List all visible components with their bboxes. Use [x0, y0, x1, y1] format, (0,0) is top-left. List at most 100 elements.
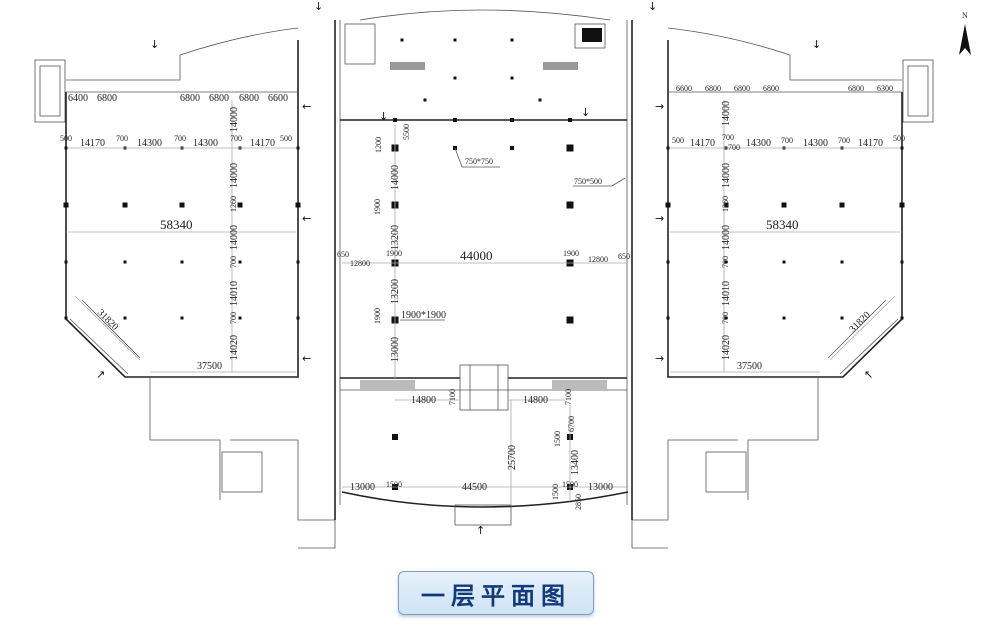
entrance-arrow-icon: ↓ — [379, 110, 388, 123]
column-marker — [453, 76, 457, 80]
dim-label: 14000 — [229, 225, 240, 250]
column-marker — [400, 38, 404, 42]
column-marker — [64, 316, 68, 320]
dim-label: 12800 — [588, 255, 608, 264]
dim-label: 700 — [229, 312, 238, 324]
dim-label: 14170 — [80, 138, 105, 149]
dim-label: 1900 — [373, 308, 382, 324]
dim-label: 14000 — [721, 101, 732, 126]
entrance-arrows: ↓ ↓ ↓ ↓ ↓ ↓ ↑ ↗ ↖ ← → ← → ← → — [96, 0, 873, 537]
column-marker — [666, 316, 670, 320]
column-marker — [392, 434, 398, 440]
entrance-arrow-icon: ↑ — [476, 524, 485, 537]
dim-label: 14300 — [746, 138, 771, 149]
dim-label: 14000 — [721, 225, 732, 250]
dim-label: 700 — [721, 312, 730, 324]
column-marker — [123, 260, 127, 264]
column-marker — [510, 146, 514, 150]
entrance-arrow-icon: → — [655, 100, 664, 113]
column-marker — [122, 202, 128, 208]
dim-label: 14000 — [229, 107, 240, 132]
dim-label-diagonal: 31820 — [847, 310, 872, 335]
dim-label: 5500 — [402, 124, 411, 140]
entrance-arrow-icon: ← — [302, 212, 311, 225]
column-marker — [538, 98, 542, 102]
dim-label: 13000 — [390, 337, 401, 362]
dim-label: 44000 — [460, 248, 493, 263]
dim-label: 6800 — [180, 93, 200, 104]
dim-label: 6600 — [268, 93, 288, 104]
column-marker — [899, 202, 905, 208]
dim-label: 6400 — [68, 93, 88, 104]
column-marker — [665, 202, 671, 208]
columns — [63, 38, 905, 490]
dim-label: 500 — [672, 136, 684, 145]
column-marker — [839, 202, 845, 208]
column-marker — [840, 260, 844, 264]
dim-label: 2850 — [574, 494, 583, 510]
dim-label: 14800 — [523, 395, 548, 406]
dim-label: 14010 — [721, 281, 732, 306]
column-marker — [900, 146, 904, 150]
column-marker — [123, 316, 127, 320]
dim-label: 7100 — [448, 389, 457, 405]
dim-label: 14300 — [193, 138, 218, 149]
column-marker — [423, 98, 427, 102]
left-wing — [34, 27, 336, 549]
entrance-arrow-icon: ↓ — [150, 38, 159, 51]
dim-label: 25700 — [507, 445, 518, 470]
dim-label: 13200 — [390, 279, 401, 304]
dim-label: 1200 — [374, 137, 383, 153]
dim-label-width: 58340 — [766, 217, 799, 232]
dim-label: 6600 — [676, 84, 692, 93]
column-marker — [566, 144, 574, 152]
dim-label: 500 — [280, 134, 292, 143]
entrance-arrow-icon: ↓ — [648, 0, 657, 13]
dim-label: 1500 — [562, 480, 578, 489]
entrance-arrow-icon: ← — [302, 100, 311, 113]
dim-label: 12800 — [350, 259, 370, 268]
column-marker — [900, 260, 904, 264]
dim-label: 14020 — [721, 335, 732, 360]
dim-label: 1900 — [563, 249, 579, 258]
dim-label: 6800 — [705, 84, 721, 93]
dim-label: 500 — [60, 134, 72, 143]
dim-label: 6800 — [848, 84, 864, 93]
column-marker — [237, 202, 243, 208]
dim-label: 1260 — [721, 196, 730, 212]
dim-label: 700 — [230, 134, 242, 143]
column-marker — [666, 260, 670, 264]
dim-label: 6700 — [567, 416, 576, 432]
dim-label: 14300 — [803, 138, 828, 149]
dim-label: 13000 — [350, 482, 375, 493]
dimension-lines — [68, 100, 900, 505]
dim-label: 6800 — [97, 93, 117, 104]
plan-title: 一层平面图 — [421, 581, 571, 610]
entrance-arrow-icon: ↗ — [96, 368, 105, 381]
dim-label: 13000 — [588, 482, 613, 493]
column-marker — [63, 202, 69, 208]
dim-label: 13400 — [570, 450, 581, 475]
dim-label: 14020 — [229, 335, 240, 360]
north-label: N — [962, 11, 968, 20]
dim-label: 6800 — [763, 84, 779, 93]
entrance-arrow-icon: → — [655, 212, 664, 225]
dim-label: 700 — [722, 133, 734, 142]
lower-hall-labels: 14800 7100 14800 7100 6700 1500 25700 13… — [350, 389, 613, 510]
column-marker — [64, 260, 68, 264]
column-marker — [453, 38, 457, 42]
central-hall-labels: 5500 1200 14000 1900 13200 13200 1900 13… — [337, 124, 630, 362]
left-wing-labels: 6400 6800 6800 6800 6800 6600 500 14170 … — [60, 93, 292, 372]
column-size-label: 1900*1900 — [401, 310, 446, 321]
dim-label: 650 — [337, 250, 349, 259]
dim-label: 14000 — [390, 165, 401, 190]
dim-label: 6800 — [734, 84, 750, 93]
dim-label: 14010 — [229, 281, 240, 306]
entrance-arrow-icon: ↖ — [864, 368, 873, 381]
column-marker — [724, 260, 728, 264]
entrance-arrow-icon: ↓ — [812, 38, 821, 51]
right-wing-labels: 6600 6800 6800 6800 6800 6300 500 14170 … — [672, 84, 905, 372]
column-marker — [296, 260, 300, 264]
dim-label: 650 — [618, 252, 630, 261]
dim-label: 1500 — [551, 484, 560, 500]
